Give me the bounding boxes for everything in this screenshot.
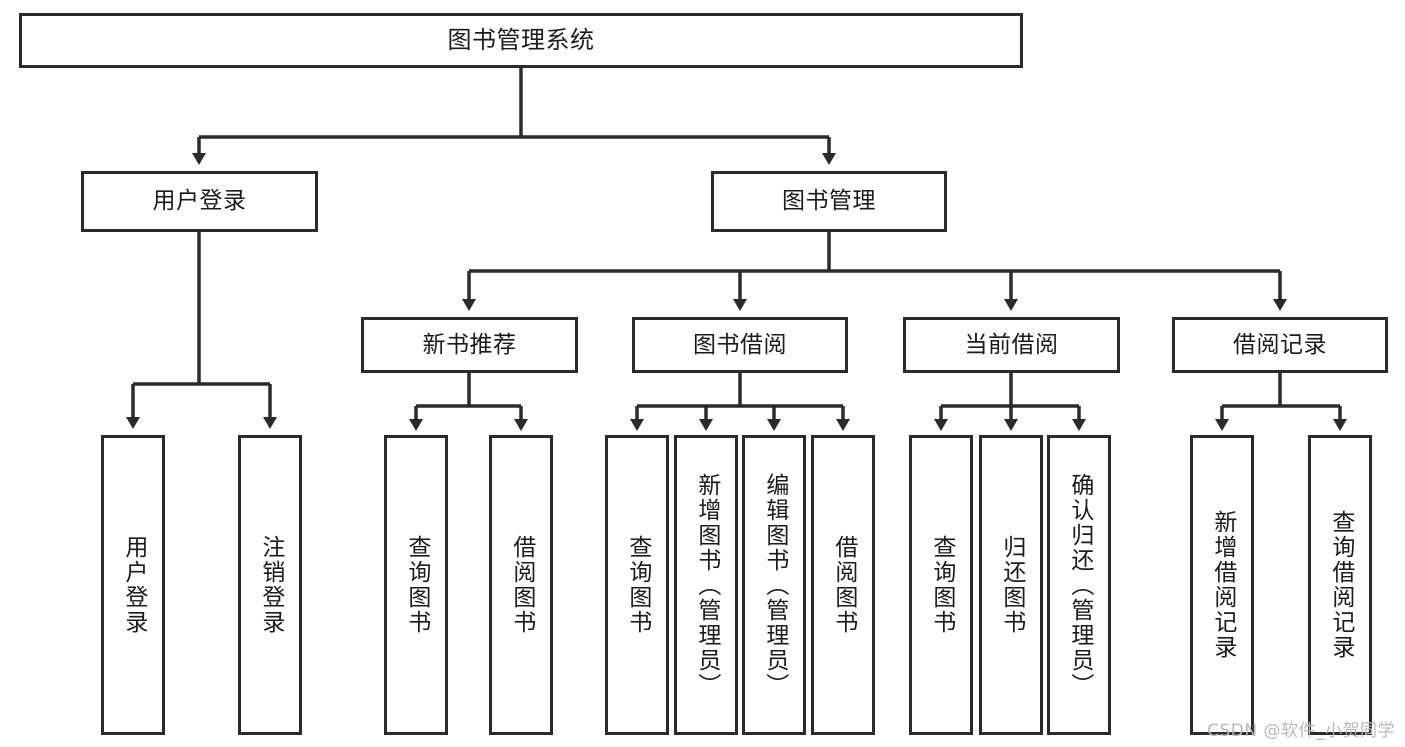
node-new-book-recommend[interactable]: 新书推荐 [361,317,578,373]
node-label: 图书管理 [782,188,876,215]
node-label: 归还图书 [998,535,1025,635]
node-label: 查询图书 [928,535,955,635]
node-user-login[interactable]: 用户登录 [81,171,318,232]
node-book-management-system[interactable]: 图书管理系统 [19,13,1023,68]
node-label: 图书管理系统 [447,25,595,54]
leaf-borrow-book[interactable]: 借阅图书 [811,435,875,735]
node-book-management[interactable]: 图书管理 [711,171,947,232]
node-label: 用户登录 [152,188,247,215]
leaf-query-book-recommend[interactable]: 查询图书 [384,435,448,735]
node-label: 查询借阅记录 [1327,510,1354,660]
leaf-logout[interactable]: 注销登录 [238,435,302,735]
leaf-edit-book-admin[interactable]: 编辑图书（管理员） [742,435,806,735]
leaf-query-borrow-record[interactable]: 查询借阅记录 [1308,435,1372,735]
node-label: 查询图书 [624,535,651,635]
leaf-confirm-return-admin[interactable]: 确认归还（管理员） [1047,435,1111,735]
node-label: 新增图书（管理员） [693,472,720,698]
leaf-query-book-current[interactable]: 查询图书 [909,435,973,735]
leaf-add-book-admin[interactable]: 新增图书（管理员） [674,435,738,735]
node-label: 当前借阅 [964,331,1059,358]
node-book-borrow[interactable]: 图书借阅 [632,317,848,373]
node-label: 借阅图书 [508,535,535,635]
node-borrow-record[interactable]: 借阅记录 [1172,317,1388,373]
node-label: 新增借阅记录 [1209,510,1236,660]
node-label: 编辑图书（管理员） [761,472,788,698]
node-current-borrow[interactable]: 当前借阅 [903,317,1120,373]
leaf-add-borrow-record[interactable]: 新增借阅记录 [1190,435,1254,735]
node-label: 借阅记录 [1233,331,1327,358]
leaf-query-book-borrow[interactable]: 查询图书 [605,435,669,735]
leaf-borrow-book-recommend[interactable]: 借阅图书 [489,435,553,735]
csdn-watermark: CSDN @软件_小贺同学 [1207,721,1395,741]
node-label: 借阅图书 [830,535,857,635]
node-label: 新书推荐 [422,331,517,358]
node-label: 用户登录 [120,535,147,635]
node-label: 图书借阅 [693,331,787,358]
leaf-return-book[interactable]: 归还图书 [979,435,1043,735]
leaf-user-login[interactable]: 用户登录 [101,435,165,735]
node-label: 查询图书 [403,535,430,635]
node-label: 注销登录 [257,535,284,635]
node-label: 确认归还（管理员） [1066,472,1093,698]
